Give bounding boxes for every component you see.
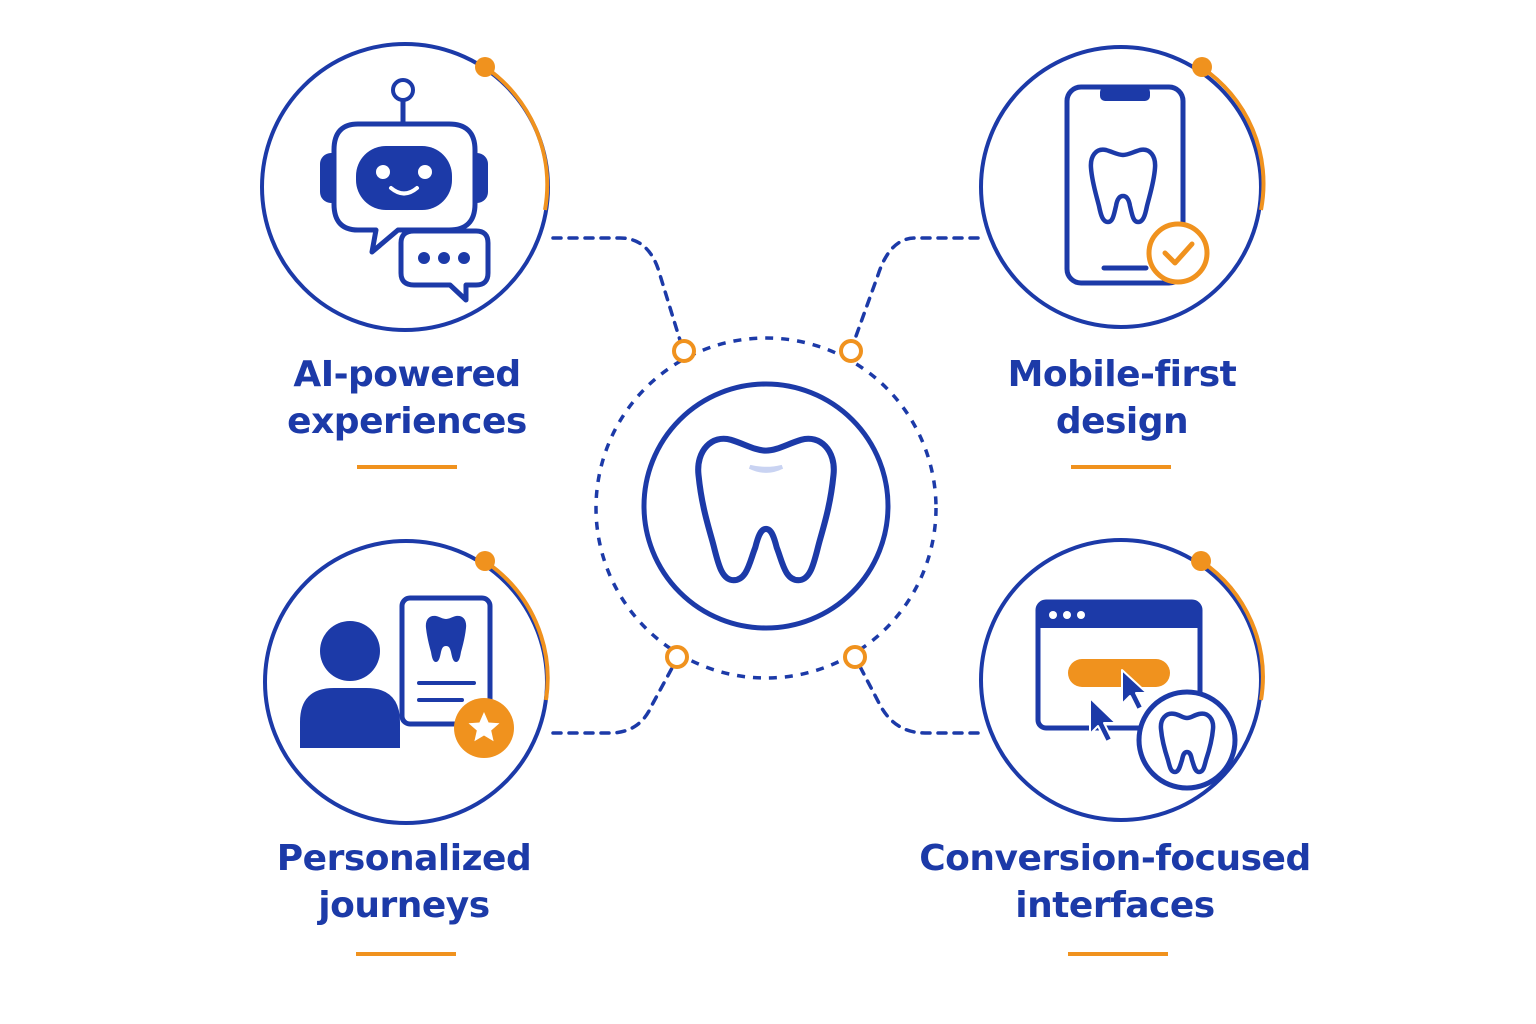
junction-nodes [665,339,867,669]
label-mobile-line2: design [1055,401,1189,442]
junction-node-mobile [839,339,863,363]
feature-personal-accent-arc [484,560,550,701]
feature-ai [260,42,550,469]
label-ai: AI-powered experiences [177,351,637,445]
label-ai-line1: AI-powered [293,354,521,395]
feature-mobile [979,45,1266,469]
junction-node-personal [665,645,689,669]
feature-conversion [979,538,1265,956]
phone-tooth-check-icon [1064,84,1210,286]
connector-conversion [853,655,980,735]
label-personal-line2: journeys [318,885,490,926]
feature-mobile-ring [979,45,1263,329]
tooth-icon [695,435,837,584]
browser-click-icon [1035,599,1238,791]
label-personal: Personalized journeys [174,835,634,929]
connector-mobile [849,236,980,352]
center-hub [594,336,938,680]
feature-personal [263,539,550,956]
junction-node-conversion [843,645,867,669]
center-solid-ring [641,381,891,631]
feature-ai-accent-dot [475,57,495,77]
label-personal-line1: Personalized [276,838,532,879]
connector-personal [551,655,680,735]
label-conversion-line1: Conversion-focused [919,838,1311,879]
feature-mobile-accent-arc [1199,65,1266,211]
feature-personal-accent-dot [475,551,495,571]
center-dashed-ring [594,336,938,680]
feature-conversion-accent-dot [1191,551,1211,571]
label-mobile: Mobile-first design [892,351,1352,445]
label-mobile-line1: Mobile-first [1007,354,1237,395]
junction-node-ai [672,339,696,363]
feature-ai-accent-arc [483,65,550,211]
connector-lines [551,236,980,735]
connector-ai [551,236,685,352]
feature-mobile-accent-dot [1192,57,1212,77]
label-conversion-line2: interfaces [1015,885,1215,926]
label-conversion: Conversion-focused interfaces [835,835,1395,929]
robot-chat-icon [320,78,491,303]
person-profile-card-icon [300,595,514,758]
feature-conversion-accent-arc [1199,559,1265,701]
label-ai-line2: experiences [287,401,527,442]
